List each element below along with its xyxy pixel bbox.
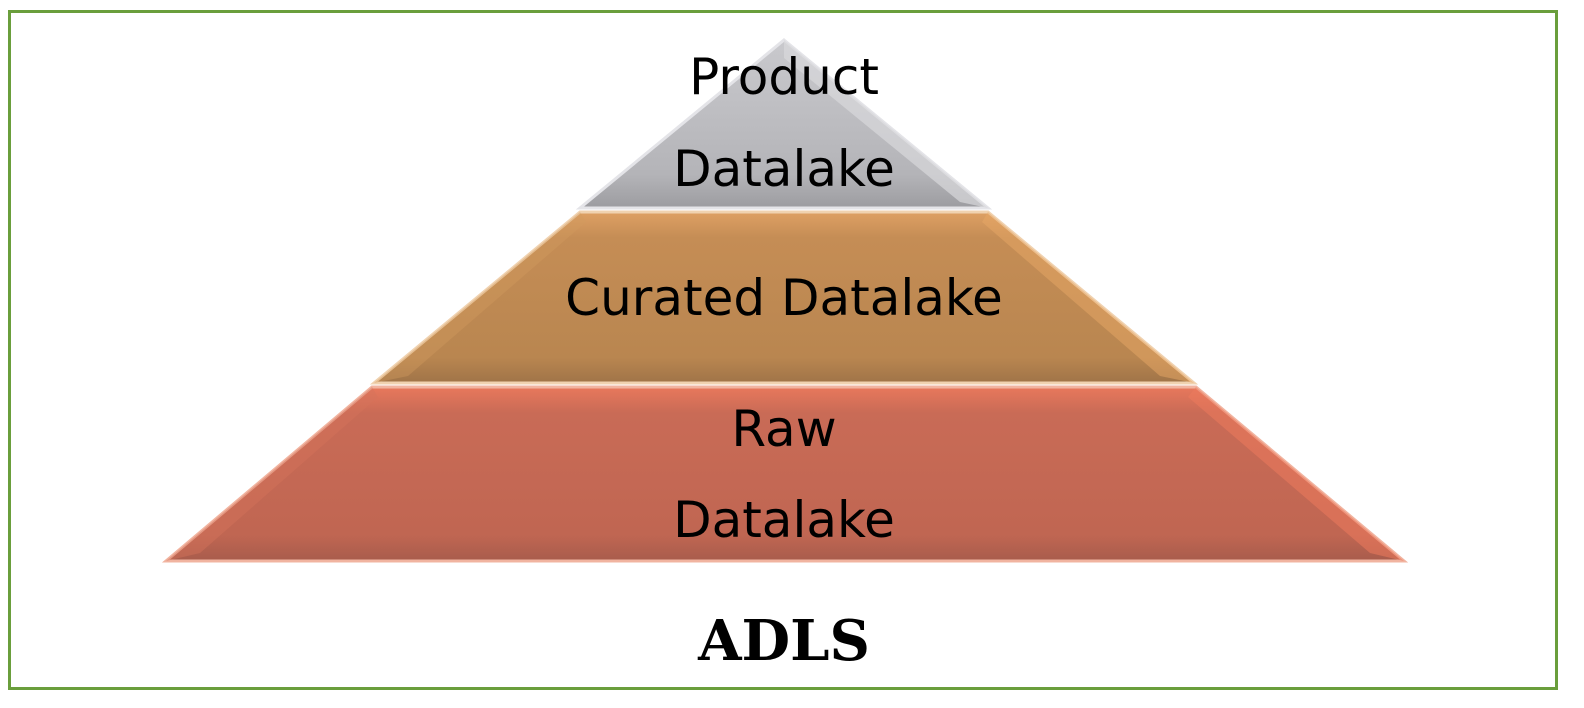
storage-label: ADLS <box>697 608 870 674</box>
tier-raw-label-line2: Datalake <box>673 491 895 549</box>
tier-curated-label: Curated Datalake <box>565 269 1003 327</box>
tier-raw: Raw Datalake <box>161 385 1409 563</box>
tier-raw-label-line1: Raw <box>731 400 836 458</box>
tier-product-label-line2: Datalake <box>673 140 895 198</box>
tier-product: Product Datalake <box>575 38 993 210</box>
tier-curated: Curated Datalake <box>369 210 1199 385</box>
tier-product-label-line1: Product <box>689 48 879 106</box>
